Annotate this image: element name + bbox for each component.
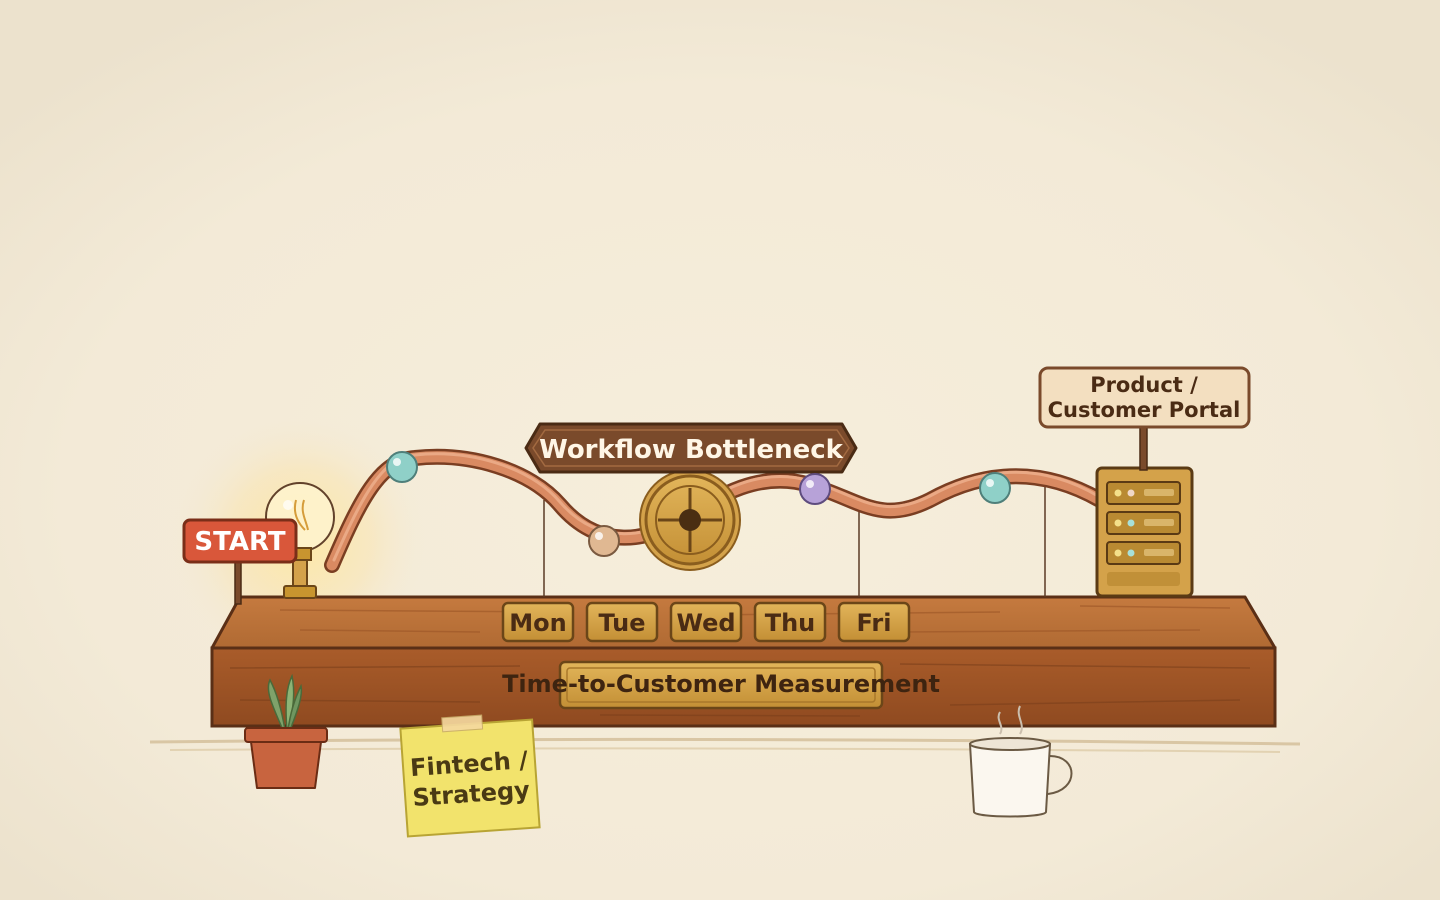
- portal-line1: Product /: [1090, 373, 1198, 397]
- portal-sign: Product / Customer Portal: [1038, 366, 1251, 471]
- start-label: START: [194, 527, 285, 557]
- day-tab-thu: Thu: [753, 601, 827, 643]
- portal-line2: Customer Portal: [1048, 398, 1241, 422]
- ball-1: [386, 451, 418, 483]
- bottleneck-banner: Workflow Bottleneck: [524, 422, 858, 474]
- ball-2: [588, 525, 620, 557]
- ball-4: [979, 472, 1011, 504]
- svg-text:Wed: Wed: [676, 609, 735, 637]
- ball-3: [799, 473, 831, 505]
- bottleneck-gear: [639, 469, 741, 571]
- svg-text:Thu: Thu: [765, 609, 816, 637]
- day-tab-tue: Tue: [585, 601, 659, 643]
- plant-icon: [244, 673, 328, 789]
- day-tabs: Mon Tue Wed Thu Fri: [501, 601, 911, 643]
- measurement-plaque: Time-to-Customer Measurement: [502, 660, 940, 710]
- svg-text:Tue: Tue: [598, 609, 645, 637]
- svg-text:Fri: Fri: [857, 609, 892, 637]
- start-sign: START: [182, 518, 298, 605]
- sticky-note: Fintech / Strategy: [399, 714, 541, 838]
- svg-text:Mon: Mon: [509, 609, 566, 637]
- measurement-label: Time-to-Customer Measurement: [502, 670, 940, 698]
- bottleneck-title: Workflow Bottleneck: [539, 435, 844, 465]
- server-icon: [1095, 466, 1194, 598]
- coffee-mug-icon: [968, 705, 1073, 818]
- data-balls: [386, 451, 1011, 557]
- day-tab-mon: Mon: [501, 601, 575, 643]
- support-posts: [543, 478, 1046, 597]
- day-tab-wed: Wed: [669, 601, 743, 643]
- day-tab-fri: Fri: [837, 601, 911, 643]
